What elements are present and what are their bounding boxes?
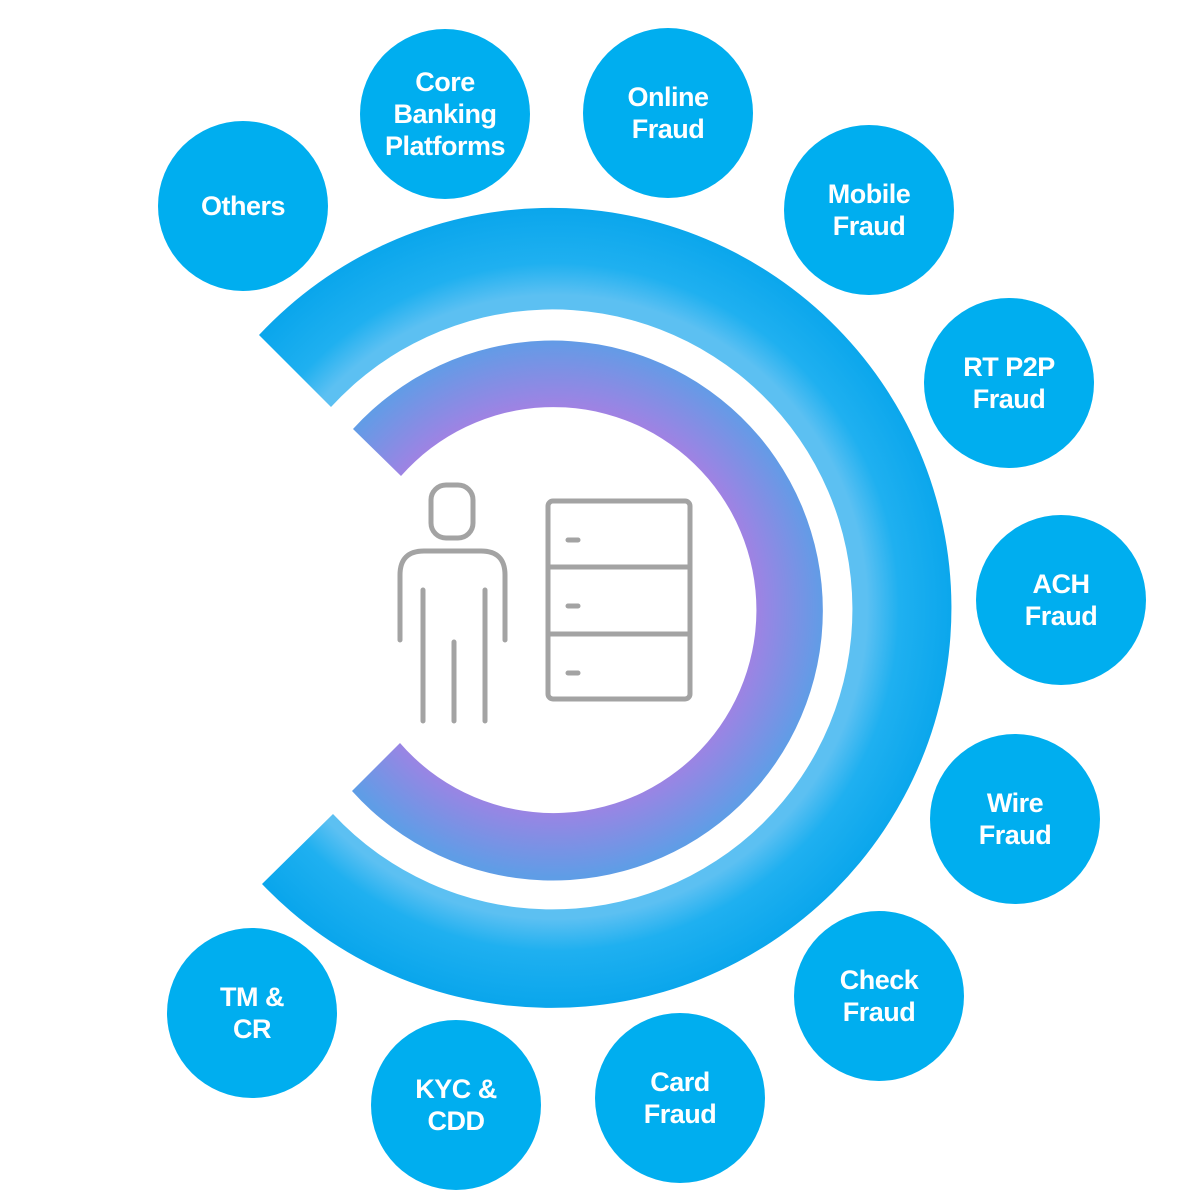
node-label: Mobile Fraud [827, 179, 911, 241]
node-tm-cr: TM & CR [167, 928, 337, 1098]
node-label: RT P2P Fraud [963, 352, 1055, 414]
server-rack-icon [545, 498, 693, 702]
node-label: Card Fraud [643, 1067, 717, 1129]
node-rt-p2p-fraud: RT P2P Fraud [924, 298, 1094, 468]
node-label: Others [200, 191, 286, 221]
node-mobile-fraud: Mobile Fraud [784, 125, 954, 295]
node-label: ACH Fraud [1024, 569, 1098, 631]
outer-arc [259, 207, 952, 1008]
node-others: Others [158, 121, 328, 291]
person-icon [397, 482, 508, 724]
node-label: Core Banking Platforms [384, 67, 506, 161]
node-label: TM & CR [220, 982, 284, 1044]
node-label: Wire Fraud [978, 788, 1052, 850]
node-label: Check Fraud [839, 965, 919, 1027]
node-ach-fraud: ACH Fraud [976, 515, 1146, 685]
node-card-fraud: Card Fraud [595, 1013, 765, 1183]
node-label: KYC & CDD [415, 1074, 497, 1136]
node-kyc-cdd: KYC & CDD [371, 1020, 541, 1190]
node-wire-fraud: Wire Fraud [930, 734, 1100, 904]
node-core-banking-platforms: Core Banking Platforms [360, 29, 530, 199]
node-label: Online Fraud [627, 82, 709, 144]
node-online-fraud: Online Fraud [583, 28, 753, 198]
inner-arc [352, 340, 823, 881]
node-check-fraud: Check Fraud [794, 911, 964, 1081]
